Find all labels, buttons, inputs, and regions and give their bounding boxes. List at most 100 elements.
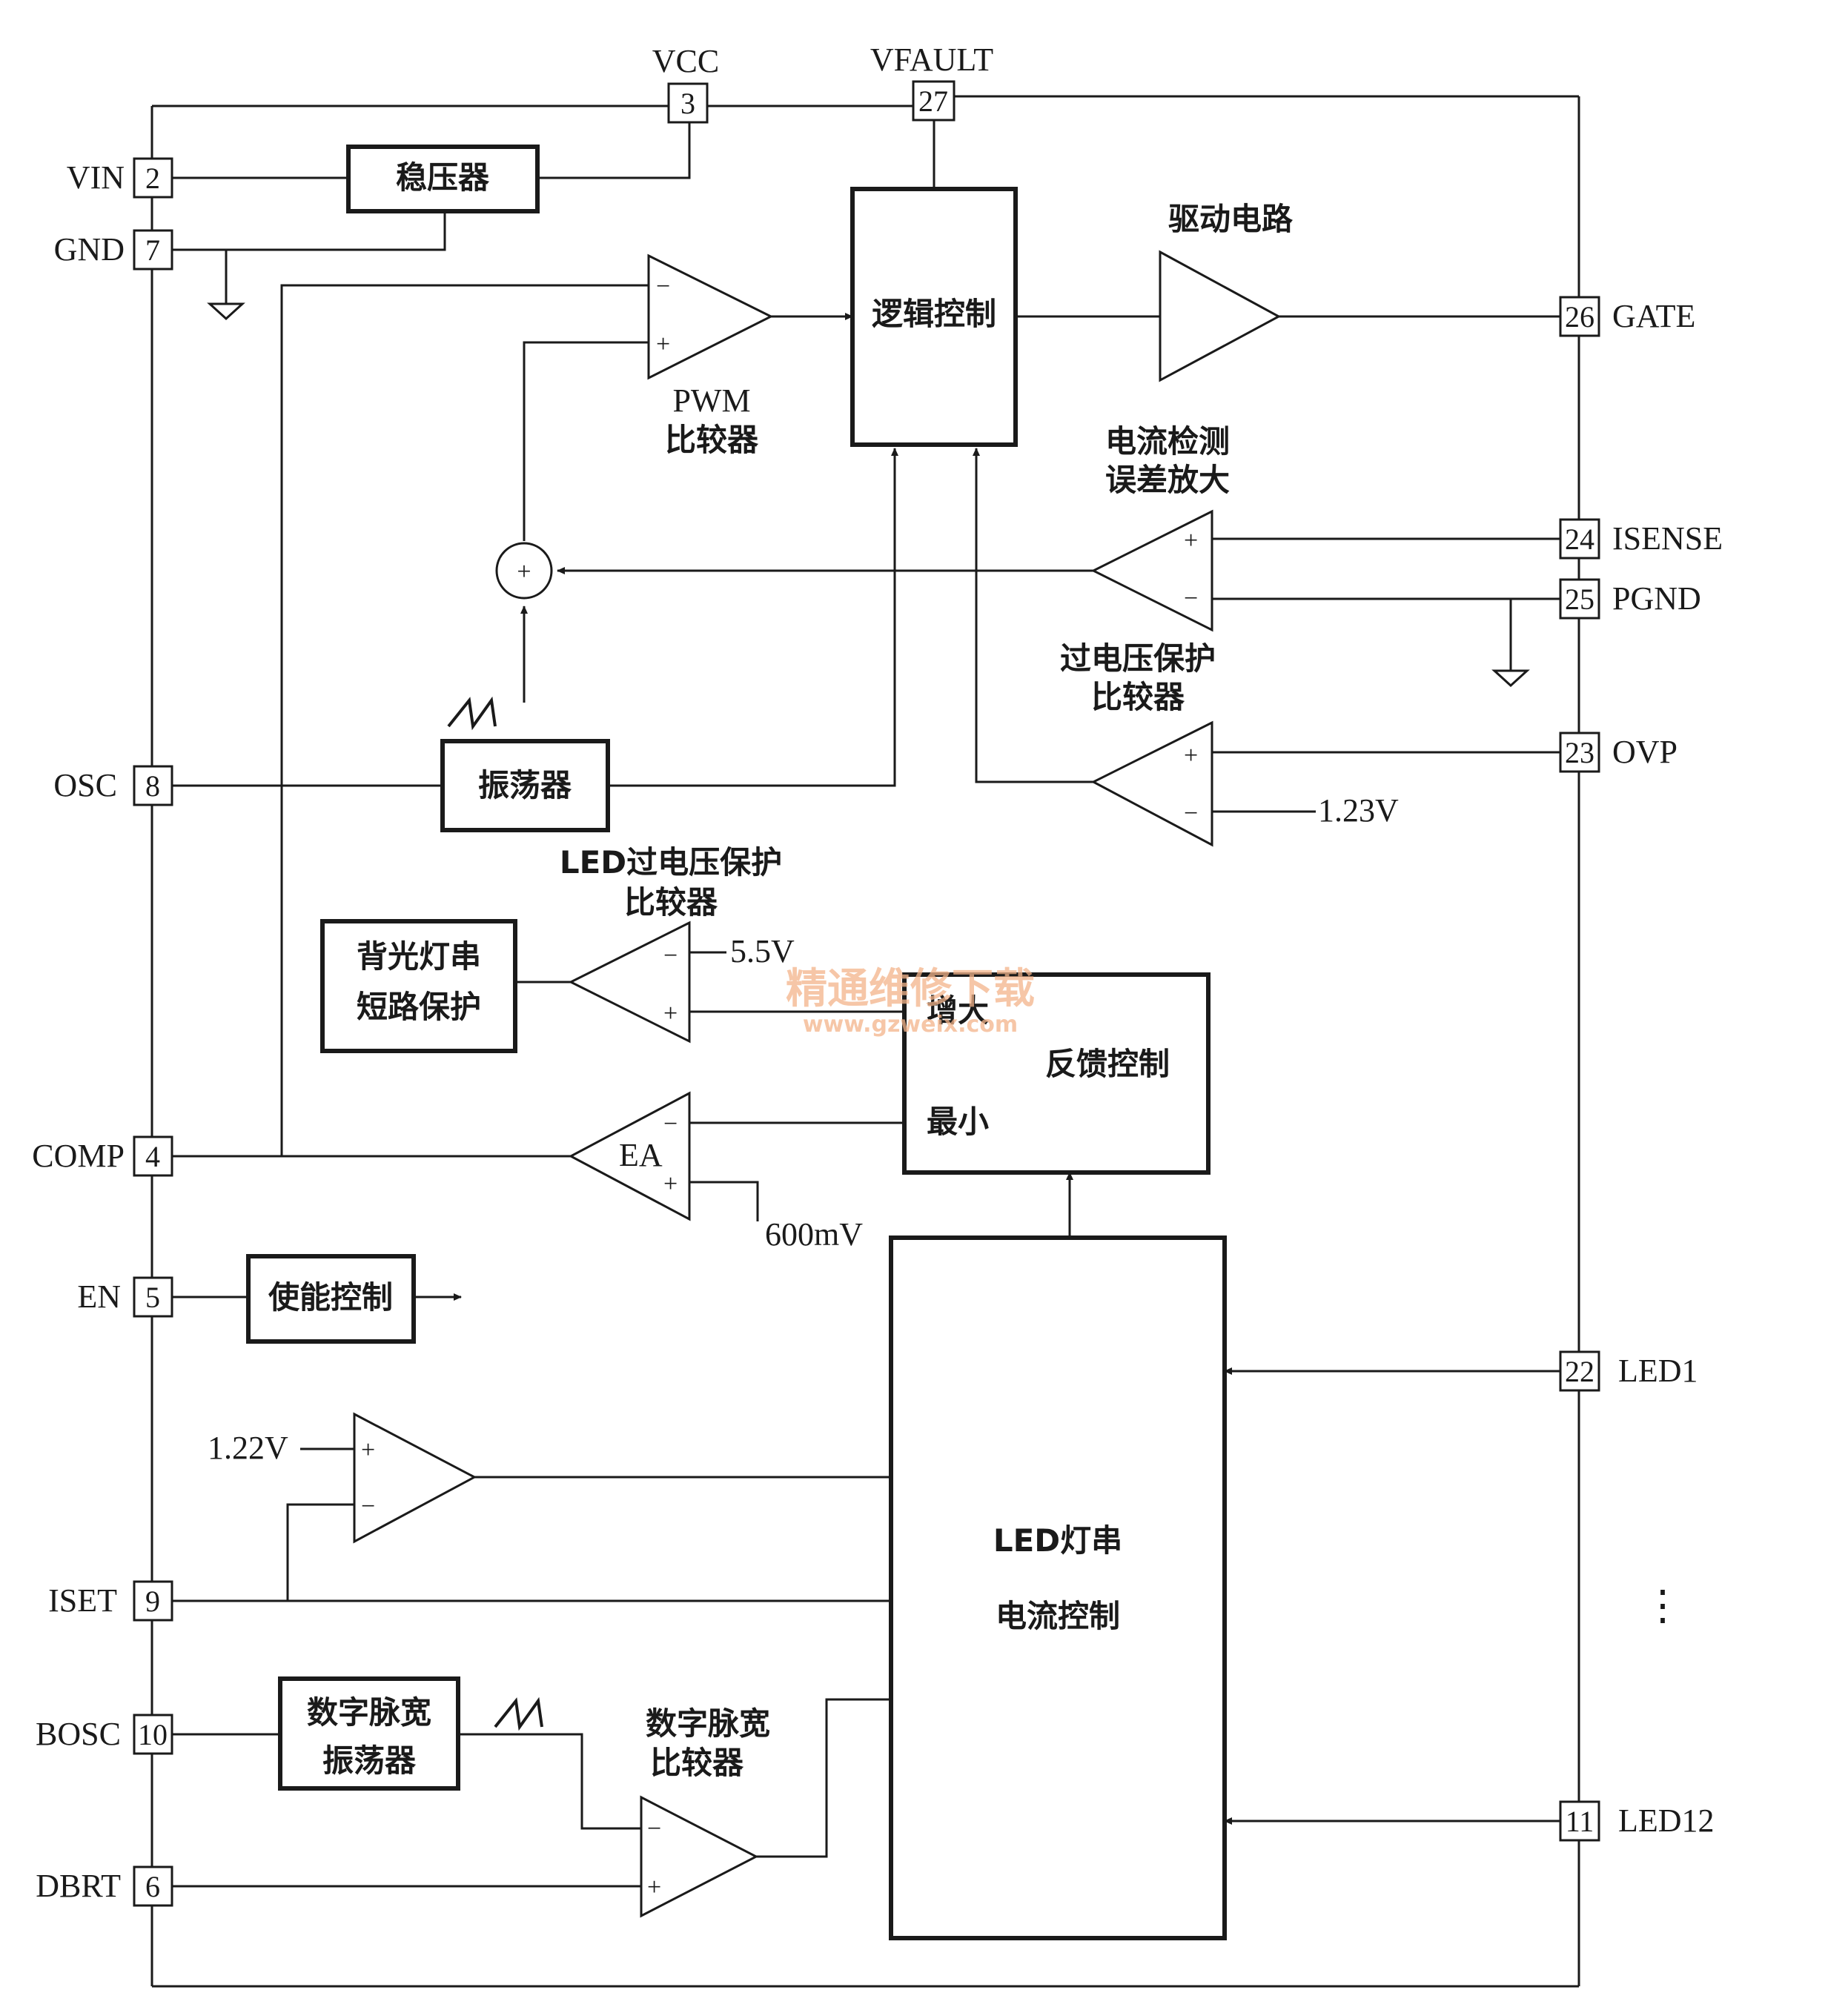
- pin-number: 26: [1565, 300, 1594, 334]
- pin-dbrt: 6 DBRT: [36, 1865, 173, 1907]
- iset-comp-minus: −: [361, 1493, 375, 1520]
- led-ovp-plus: +: [663, 1000, 678, 1027]
- ea-label: EA: [619, 1137, 663, 1173]
- pin-led12: 11 LED12: [1559, 1800, 1715, 1842]
- led-current-label-line1: LED灯串: [993, 1522, 1122, 1559]
- pin-name: ISET: [48, 1582, 117, 1619]
- pin-name: GND: [54, 231, 125, 268]
- pin-number: 25: [1565, 583, 1594, 616]
- pin-name: VIN: [67, 159, 125, 196]
- watermark-line2: www.gzweix.com: [803, 1012, 1018, 1038]
- logic-control-label: 逻辑控制: [872, 296, 996, 332]
- current-sense-amplifier: + − 电流检测 误差放大: [1090, 423, 1230, 632]
- pin-name: GATE: [1612, 298, 1695, 334]
- ground-symbol-pgnd: [1491, 669, 1530, 688]
- ovp-comp-label-line2: 比较器: [1091, 679, 1185, 715]
- pin-name: COMP: [32, 1138, 125, 1174]
- ovp-comparator: + − 过电压保护 比较器: [1060, 640, 1216, 847]
- pin-number: 5: [145, 1281, 160, 1314]
- oscillator-block: 振荡器: [440, 739, 610, 832]
- pin-number: 23: [1565, 736, 1594, 769]
- backlight-label-line1: 背光灯串: [357, 938, 481, 975]
- summing-junction: +: [495, 542, 553, 600]
- ref-600mv: 600mV: [765, 1216, 863, 1253]
- pwm-comparator: − + PWM 比较器: [647, 253, 774, 458]
- pin-name: LED12: [1618, 1802, 1715, 1839]
- dpwm-comp-plus: +: [647, 1874, 661, 1901]
- feedback-control-label: 反馈控制: [1045, 1046, 1170, 1082]
- feedback-control-block: 增大 反馈控制 最小: [902, 972, 1211, 1175]
- digital-pwm-oscillator-block: 数字脉宽 振荡器: [278, 1676, 460, 1791]
- pin-vin: 2 VIN: [67, 157, 173, 199]
- pin-comp: 4 COMP: [32, 1135, 173, 1177]
- pin-ovp: 23 OVP: [1559, 732, 1678, 773]
- pin-number: 24: [1565, 523, 1594, 556]
- watermark-line1: 精通维修下载: [786, 965, 1035, 1013]
- sawtooth-icon: [447, 696, 497, 731]
- dpwm-osc-label-line2: 振荡器: [322, 1742, 417, 1779]
- ovp-comp-plus: +: [1184, 742, 1198, 769]
- pin-en: 5 EN: [77, 1276, 173, 1318]
- backlight-label-line2: 短路保护: [357, 989, 481, 1025]
- pin-number: 22: [1565, 1355, 1594, 1388]
- pin-vcc: 3 VCC: [652, 43, 719, 124]
- led-ovp-label-line1: LED过电压保护: [560, 844, 782, 880]
- led-ovp-label-line2: 比较器: [624, 884, 718, 921]
- dpwm-comp-minus: −: [647, 1815, 661, 1842]
- pin-number: 11: [1566, 1805, 1594, 1838]
- dpwm-comp-label-line2: 比较器: [650, 1745, 744, 1781]
- pin-number: 10: [138, 1718, 168, 1751]
- cs-amp-label-line1: 电流检测: [1105, 423, 1230, 460]
- pwm-comp-plus: +: [656, 331, 670, 358]
- pin-led1: 22 LED1: [1559, 1350, 1698, 1392]
- pin-gnd: 7 GND: [54, 229, 173, 271]
- iset-comp-plus: +: [361, 1436, 375, 1464]
- pin-name: LED1: [1618, 1353, 1698, 1389]
- pwm-comp-label-line2: 比较器: [665, 422, 759, 458]
- regulator-block: 稳压器: [346, 145, 540, 213]
- logic-control-block: 逻辑控制: [850, 187, 1018, 447]
- pin-name: OVP: [1612, 734, 1678, 770]
- cs-amp-plus: +: [1184, 527, 1198, 554]
- pin-name: BOSC: [36, 1716, 121, 1752]
- pin-number: 6: [145, 1870, 160, 1903]
- dpwm-comp-label-line1: 数字脉宽: [646, 1705, 770, 1742]
- led-current-control-block: LED灯串 电流控制: [889, 1235, 1227, 1940]
- iset-comparator: + −: [353, 1412, 477, 1544]
- driver-amplifier: 驱动电路: [1159, 201, 1294, 382]
- pin-isense: 24 ISENSE: [1559, 518, 1723, 560]
- wires: [172, 120, 1560, 1888]
- error-amplifier: EA − +: [568, 1091, 691, 1221]
- pin-iset: 9 ISET: [48, 1580, 173, 1622]
- pin-osc: 8 OSC: [53, 765, 173, 806]
- pin-number: 8: [145, 769, 160, 803]
- feedback-increase-label: 增大: [927, 992, 989, 1029]
- led-pins-ellipsis: ⋮: [1642, 1583, 1683, 1629]
- pin-gate: 26 GATE: [1559, 296, 1695, 337]
- led-current-label-line2: 电流控制: [996, 1598, 1120, 1634]
- pin-name: VFAULT: [870, 42, 993, 78]
- pin-number: 9: [145, 1585, 160, 1618]
- cs-amp-minus: −: [1184, 585, 1198, 612]
- ref-1-22v: 1.22V: [208, 1430, 288, 1466]
- ref-1-23v: 1.23V: [1318, 792, 1399, 829]
- pin-vfault: 27 VFAULT: [870, 42, 993, 122]
- cs-amp-label-line2: 误差放大: [1105, 462, 1230, 498]
- led-ovp-minus: −: [663, 942, 678, 969]
- backlight-short-protection-block: 背光灯串 短路保护: [320, 919, 517, 1053]
- pin-name: EN: [77, 1278, 121, 1315]
- pin-name: OSC: [53, 767, 117, 803]
- ea-minus: −: [663, 1110, 678, 1138]
- led-ovp-comparator: − + LED过电压保护 比较器: [560, 844, 782, 1044]
- pin-name: PGND: [1612, 580, 1701, 617]
- sawtooth-icon: [494, 1696, 543, 1731]
- ic-outline: [150, 95, 1580, 1988]
- pwm-comp-minus: −: [656, 273, 670, 300]
- ref-5-5v: 5.5V: [730, 933, 795, 969]
- summer-symbol: +: [517, 558, 531, 586]
- pin-number: 7: [145, 233, 160, 267]
- pwm-comp-label-line1: PWM: [672, 382, 750, 419]
- oscillator-label: 振荡器: [478, 767, 572, 803]
- pin-name: VCC: [652, 43, 719, 79]
